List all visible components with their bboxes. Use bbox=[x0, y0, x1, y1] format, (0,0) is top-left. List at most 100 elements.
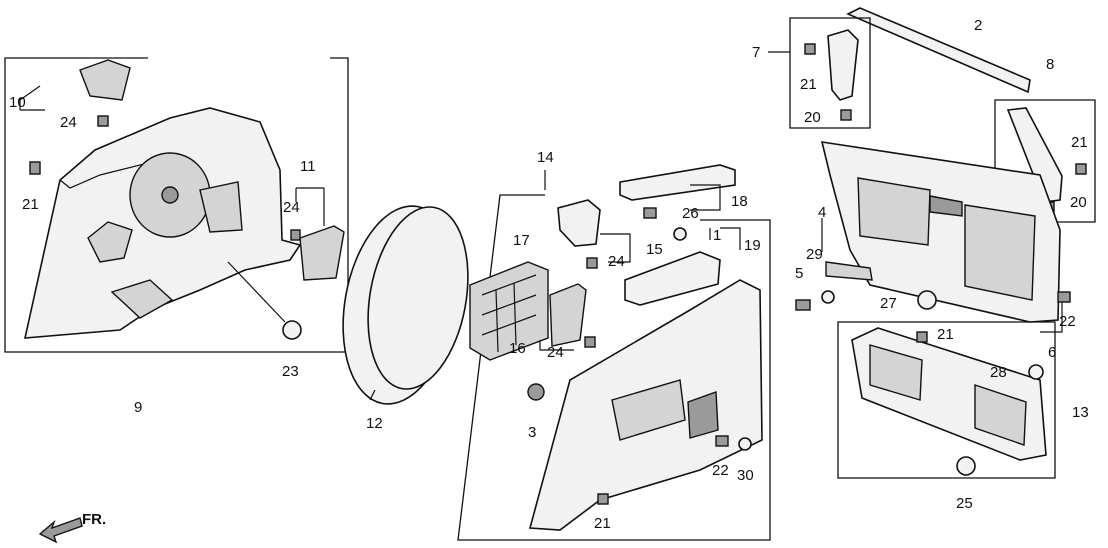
tailgate-window-left bbox=[857, 177, 931, 246]
callout-20-upper: 20 bbox=[804, 109, 821, 126]
clip-21-lower bbox=[916, 331, 928, 343]
callout-16: 16 bbox=[509, 340, 526, 357]
speaker-center bbox=[161, 186, 179, 204]
side-bracket-11 bbox=[299, 225, 345, 281]
clip-22-center bbox=[715, 435, 729, 447]
weatherstrip-2 bbox=[846, 7, 1031, 94]
push-clip-23 bbox=[282, 320, 302, 340]
lower-tailgate-group bbox=[837, 321, 1056, 479]
clip-25 bbox=[956, 456, 976, 476]
clip-21-left bbox=[29, 161, 41, 175]
panel-grid bbox=[687, 391, 719, 439]
leader-18-26 bbox=[690, 184, 721, 211]
leader-23 bbox=[227, 261, 286, 323]
leader-4-6 bbox=[821, 218, 1063, 333]
clip-24-center bbox=[584, 336, 596, 348]
callout-20-right: 20 bbox=[1070, 194, 1087, 211]
tailgate-handle bbox=[929, 195, 963, 217]
callout-19: 19 bbox=[744, 237, 761, 254]
clip-24-c2 bbox=[586, 257, 598, 269]
callout-17: 17 bbox=[513, 232, 530, 249]
callout-10: 10 bbox=[9, 94, 26, 111]
group-13-box bbox=[837, 321, 1056, 479]
tailgate-window-right bbox=[964, 204, 1036, 301]
callout-5: 5 bbox=[795, 265, 803, 282]
callout-12: 12 bbox=[366, 415, 383, 432]
leader-16-24 bbox=[539, 340, 574, 351]
lower-pocket-left bbox=[869, 344, 923, 401]
callout-29: 29 bbox=[806, 246, 823, 263]
spare-tire-cover-group bbox=[342, 205, 469, 405]
callout-1: 1 bbox=[713, 227, 721, 244]
group-14-bracket bbox=[457, 194, 771, 541]
callout-3: 3 bbox=[528, 424, 536, 441]
callout-21-right: 21 bbox=[1071, 134, 1088, 151]
leader-15-24 bbox=[600, 233, 631, 263]
callout-24-bracket: 24 bbox=[283, 199, 300, 216]
trim-cover-18 bbox=[619, 164, 736, 201]
callout-7: 7 bbox=[752, 44, 760, 61]
callout-6: 6 bbox=[1048, 344, 1056, 361]
clip-21-pillar bbox=[804, 43, 816, 55]
callout-labels: 1 2 3 4 5 6 7 8 9 10 11 12 13 14 15 16 1… bbox=[9, 17, 1089, 532]
callout-11: 11 bbox=[300, 158, 316, 175]
callout-24-center: 24 bbox=[547, 344, 564, 361]
callout-26: 26 bbox=[682, 205, 699, 222]
grommet-3 bbox=[527, 383, 545, 401]
panel-recess bbox=[611, 379, 686, 441]
fastener-1 bbox=[673, 227, 687, 241]
callout-21-lower: 21 bbox=[937, 326, 954, 343]
callout-28: 28 bbox=[990, 364, 1007, 381]
left-side-trim-group bbox=[4, 57, 349, 353]
callout-24-c2: 24 bbox=[608, 253, 625, 270]
callout-4: 4 bbox=[818, 204, 826, 221]
group-7-box bbox=[789, 17, 871, 129]
jack-access-cover bbox=[199, 181, 243, 233]
clip-27 bbox=[917, 290, 937, 310]
callout-30: 30 bbox=[737, 467, 754, 484]
leader-11-bracket bbox=[295, 187, 325, 226]
callout-24-left: 24 bbox=[60, 114, 77, 131]
cover-5 bbox=[795, 299, 811, 311]
clip-24-left bbox=[97, 115, 109, 127]
clip-26 bbox=[643, 207, 657, 219]
front-arrow-icon bbox=[38, 517, 83, 544]
callout-21-left: 21 bbox=[22, 196, 39, 213]
callout-23: 23 bbox=[282, 363, 299, 380]
cup-holder-15 bbox=[557, 199, 601, 247]
callout-8: 8 bbox=[1046, 56, 1054, 73]
group-9-bracket bbox=[4, 57, 349, 353]
spare-tire-cover-face bbox=[367, 206, 469, 390]
callout-18: 18 bbox=[731, 193, 748, 210]
grille-ribs bbox=[481, 274, 537, 353]
strap-29 bbox=[825, 261, 873, 281]
callout-22-center: 22 bbox=[712, 462, 729, 479]
callout-15: 15 bbox=[646, 241, 663, 258]
small-cover-16 bbox=[549, 283, 587, 347]
clip-21-right bbox=[1075, 163, 1087, 175]
callout-22-right: 22 bbox=[1059, 313, 1076, 330]
screw-28 bbox=[1028, 364, 1044, 380]
screw-29 bbox=[821, 290, 835, 304]
leader-12 bbox=[369, 389, 376, 401]
callout-21-center: 21 bbox=[594, 515, 611, 532]
tailgate-trim-group bbox=[795, 141, 1071, 333]
center-trim-group bbox=[457, 164, 771, 541]
callout-9: 9 bbox=[134, 399, 142, 416]
screw-30 bbox=[738, 437, 752, 451]
callout-27: 27 bbox=[880, 295, 897, 312]
cup-holder-part bbox=[79, 59, 131, 101]
side-pocket bbox=[87, 221, 133, 263]
leader-10-bracket bbox=[19, 85, 45, 111]
clip-24-bracket bbox=[290, 229, 301, 241]
pillar-trim-7 bbox=[827, 29, 859, 101]
leader-1-19 bbox=[709, 227, 741, 250]
callout-21-pillar: 21 bbox=[800, 76, 817, 93]
front-direction-label: FR. bbox=[82, 511, 106, 528]
clip-20-pillar bbox=[840, 109, 852, 121]
front-direction-indicator: FR. bbox=[38, 511, 106, 544]
clip-22-right bbox=[1057, 291, 1071, 303]
lower-recess bbox=[110, 279, 174, 319]
callout-25: 25 bbox=[956, 495, 973, 512]
